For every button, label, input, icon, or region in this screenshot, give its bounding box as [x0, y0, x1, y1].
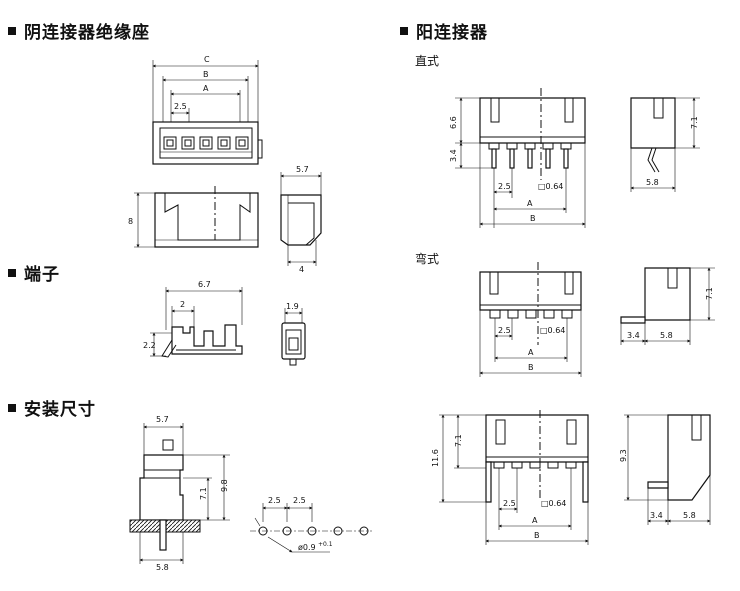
- heading-mounting-text: 安装尺寸: [24, 400, 96, 420]
- dim-straight-6-6: 6.6: [449, 116, 458, 129]
- dim-bottom-A: A: [532, 516, 538, 525]
- dim-straight-side-5-8: 5.8: [646, 178, 659, 187]
- dim-mount-7-1: 7.1: [199, 487, 208, 500]
- dim-housing-A: A: [203, 84, 209, 93]
- dim-bottom-side-9-3: 9.3: [619, 449, 628, 462]
- dim-angled-A: A: [528, 348, 534, 357]
- dim-housing-depth: 5.7: [296, 165, 309, 174]
- dim-housing-C: C: [204, 55, 210, 64]
- dim-straight-B: B: [530, 214, 536, 223]
- dim-bottom-side-5-8: 5.8: [683, 511, 696, 520]
- bullet-square-icon: [8, 27, 16, 35]
- dim-mount-5-8: 5.8: [156, 563, 169, 572]
- dim-mount-width: 5.7: [156, 415, 169, 424]
- dim-hole-tol: +0.1: [318, 541, 333, 548]
- dim-straight-A: A: [527, 199, 533, 208]
- dim-terminal-2: 2: [180, 300, 185, 309]
- header-straight-side: 7.1 5.8: [630, 97, 700, 192]
- dim-hole-dia: ø0.9: [298, 543, 316, 552]
- header-angled-side: 7.1 3.4 5.8: [620, 267, 715, 345]
- dim-angled-side-7-1: 7.1: [705, 287, 714, 300]
- dim-mount-9-8: 9.8: [220, 479, 229, 492]
- dim-angled-B: B: [528, 363, 534, 372]
- bullet-square-icon: [8, 269, 16, 277]
- bullet-square-icon: [400, 27, 408, 35]
- heading-header-text: 阳连接器: [416, 23, 488, 43]
- bullet-square-icon: [8, 404, 16, 412]
- dim-angled-side-5-8: 5.8: [660, 331, 673, 340]
- header-bottom-front: 11.6 7.1 2.5 □0.64 A B: [431, 410, 589, 545]
- heading-housing-text: 阴连接器绝缘座: [24, 23, 150, 43]
- dim-straight-pin: □0.64: [538, 182, 563, 191]
- housing-end-view: 5.7 4: [280, 165, 322, 274]
- dim-straight-side-7-1: 7.1: [690, 116, 699, 129]
- dim-terminal-length: 6.7: [198, 280, 211, 289]
- mounting-side-view: 5.7 9.8 7.1 5.8: [129, 415, 230, 572]
- heading-terminal-text: 端子: [24, 265, 60, 285]
- dim-hole-pitch-1: 2.5: [268, 496, 281, 505]
- dim-straight-pitch: 2.5: [498, 182, 511, 191]
- dim-angled-pitch: 2.5: [498, 326, 511, 335]
- dim-housing-B: B: [203, 70, 209, 79]
- header-bottom-side: 9.3 3.4 5.8: [619, 414, 711, 525]
- dim-housing-pitch: 2.5: [174, 102, 187, 111]
- heading-housing: 阴连接器绝缘座: [8, 18, 150, 43]
- heading-mounting: 安装尺寸: [8, 395, 96, 420]
- subheading-straight: 直式: [415, 54, 440, 68]
- header-angled-front: 2.5 □0.64 A B: [479, 262, 582, 377]
- dim-angled-pin: □0.64: [540, 326, 565, 335]
- dim-bottom-pitch: 2.5: [503, 499, 516, 508]
- housing-side-section: 8: [128, 186, 259, 248]
- terminal-end-view: 1.9: [281, 302, 306, 366]
- terminal-side-view: 6.7 2 2.2: [143, 280, 243, 358]
- dim-bottom-B: B: [534, 531, 540, 540]
- dim-bottom-pin: □0.64: [541, 499, 566, 508]
- dim-bottom-11-6: 11.6: [431, 449, 440, 467]
- housing-front-view: C B A 2.5: [152, 55, 263, 165]
- dim-bottom-side-3-4: 3.4: [650, 511, 663, 520]
- dim-terminal-2-2: 2.2: [143, 341, 156, 350]
- heading-terminal: 端子: [8, 260, 60, 285]
- dim-housing-height: 8: [128, 217, 133, 226]
- heading-header: 阳连接器: [400, 18, 488, 43]
- dim-housing-w4: 4: [299, 265, 304, 274]
- mounting-hole-pattern: 2.5 2.5 ø0.9 +0.1: [250, 496, 372, 552]
- header-straight-front: 6.6 3.4 2.5 □0.64 A B: [449, 88, 586, 228]
- subheading-angled: 弯式: [415, 252, 440, 266]
- dim-terminal-1-9: 1.9: [286, 302, 299, 311]
- dim-straight-3-4: 3.4: [449, 149, 458, 162]
- dim-angled-side-3-4: 3.4: [627, 331, 640, 340]
- dim-hole-pitch-2: 2.5: [293, 496, 306, 505]
- dim-bottom-7-1: 7.1: [454, 434, 463, 447]
